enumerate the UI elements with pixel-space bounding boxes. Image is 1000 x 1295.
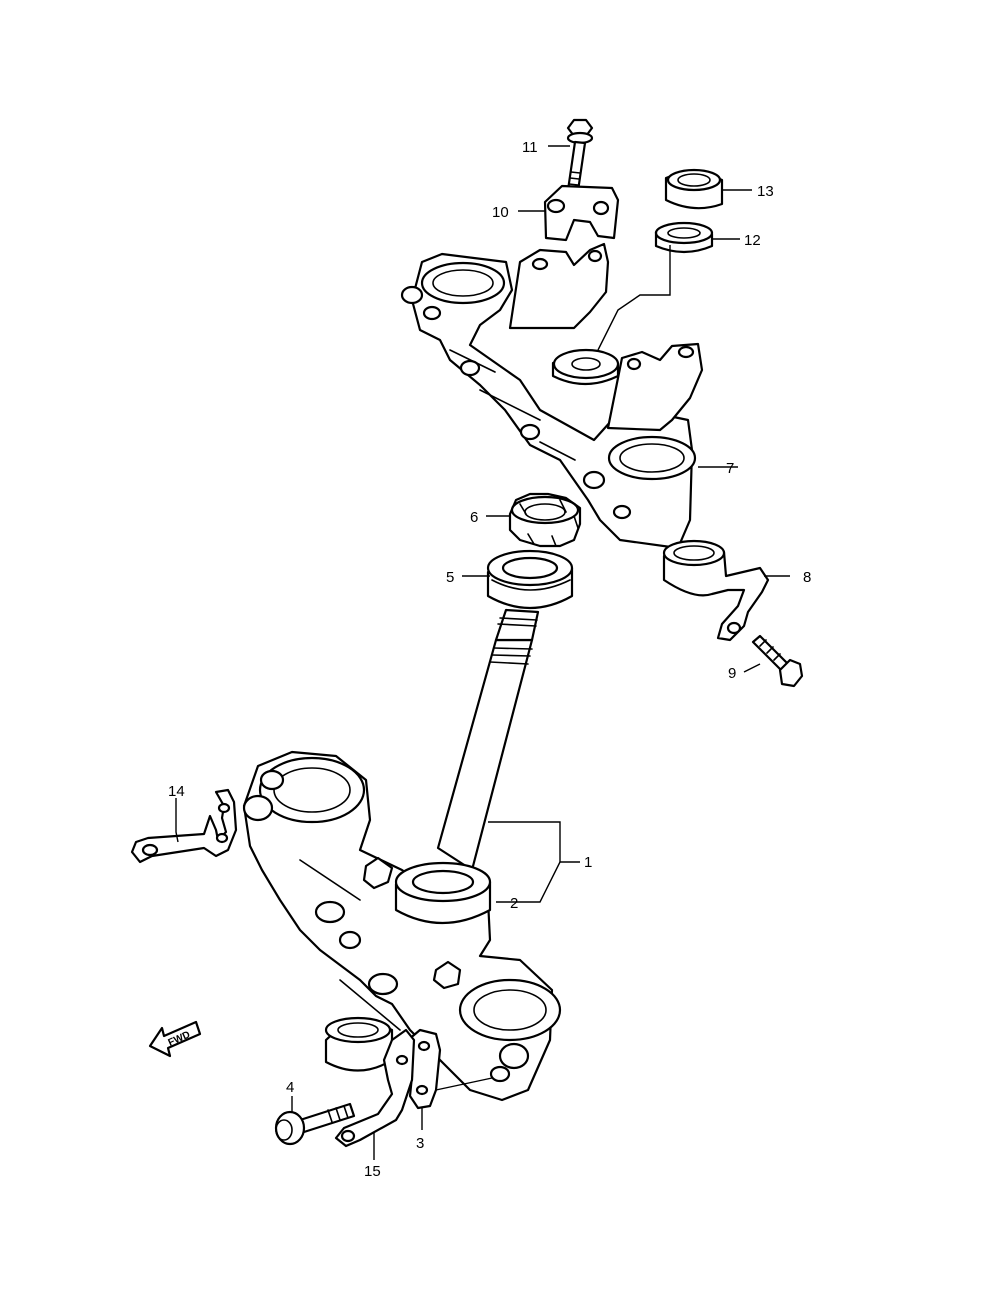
part-10-handlebar-holder-upper[interactable]: [543, 184, 620, 242]
callout-13: 13: [757, 183, 774, 200]
callout-labels: 1 2 3 4 5 6 7 8 9 10 11 12 13 14 15: [168, 139, 811, 1180]
callout-11: 11: [522, 139, 538, 156]
callout-5: 5: [446, 569, 454, 586]
callout-6: 6: [470, 509, 478, 526]
callout-4: 4: [286, 1079, 294, 1096]
part-13-nut[interactable]: [664, 168, 724, 210]
part-12-washer[interactable]: [654, 221, 714, 254]
callout-14: 14: [168, 783, 185, 800]
callout-1: 1: [584, 854, 592, 871]
part-7-upper-bracket[interactable]: [400, 242, 704, 550]
part-14-bracket[interactable]: [130, 788, 238, 864]
part-4-bolt[interactable]: [274, 1102, 356, 1146]
callout-15: 15: [364, 1163, 381, 1180]
callout-2: 2: [510, 895, 518, 912]
callout-12: 12: [744, 232, 761, 249]
fwd-direction-marker: FWD: [148, 1020, 202, 1058]
callout-3: 3: [416, 1135, 424, 1152]
part-9-bolt[interactable]: [751, 634, 804, 688]
part-8-bracket[interactable]: [662, 539, 770, 642]
part-2-stem-bearing[interactable]: [394, 861, 492, 924]
part-6-lock-nut[interactable]: [508, 492, 582, 548]
leader-lines: [175, 145, 790, 1160]
part-1-steering-stem[interactable]: [242, 608, 562, 1102]
forward-arrow-icon: [148, 1020, 202, 1058]
callout-10: 10: [492, 204, 509, 221]
callout-7: 7: [726, 460, 734, 477]
callout-9: 9: [728, 665, 736, 682]
part-5-bearing[interactable]: [486, 549, 574, 610]
callout-8: 8: [803, 569, 811, 586]
part-11-bolt[interactable]: [566, 118, 594, 193]
part-15-bracket-collar[interactable]: [324, 1016, 416, 1148]
